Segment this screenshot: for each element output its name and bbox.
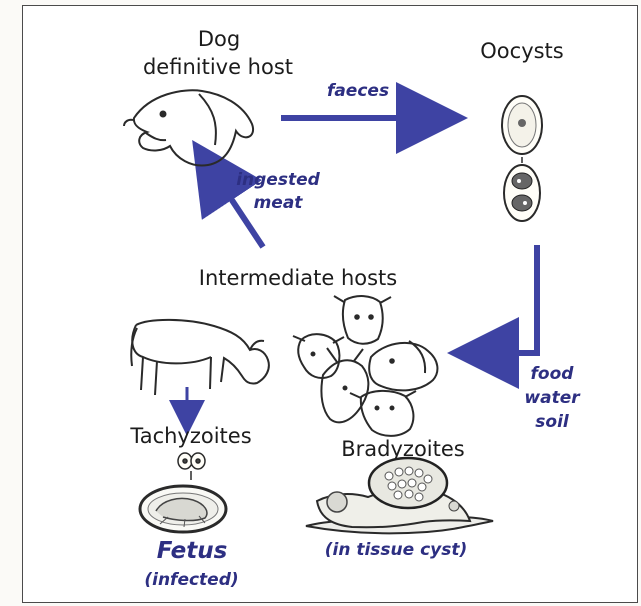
soil-label: soil: [517, 413, 587, 432]
tissue-cyst-label: (in tissue cyst): [313, 541, 479, 560]
fetus-label: Fetus: [146, 539, 238, 564]
cow-icon: [131, 320, 269, 395]
tissue-cyst-icon: [306, 458, 493, 533]
water-label: water: [517, 389, 587, 408]
intermediate-hosts-label: Intermediate hosts: [176, 267, 420, 290]
dog-head-icon: [124, 90, 253, 165]
dog-label-line1: Dog: [179, 28, 259, 51]
bradyzoites-label: Bradyzoites: [333, 438, 473, 461]
ingested-label-line1: ingested: [224, 171, 332, 190]
fetus-in-uterus-icon: [140, 486, 226, 532]
tachyzoites-label: Tachyzoites: [121, 425, 261, 448]
oocyst-to-hosts-arrow: [483, 245, 537, 353]
tachyzoite-cells-icon: [178, 453, 205, 480]
food-label: food: [517, 365, 587, 384]
ingested-label-line2: meat: [248, 194, 308, 213]
dog-label-line2: definitive host: [123, 56, 313, 79]
faeces-label: faeces: [315, 82, 401, 101]
oocysts-label: Oocysts: [468, 40, 576, 63]
intermediate-host-group-icon: [293, 296, 437, 436]
infected-label: (infected): [130, 571, 253, 590]
oocyst-sporulated-icon: [504, 165, 540, 221]
oocyst-single-icon: [502, 96, 542, 154]
